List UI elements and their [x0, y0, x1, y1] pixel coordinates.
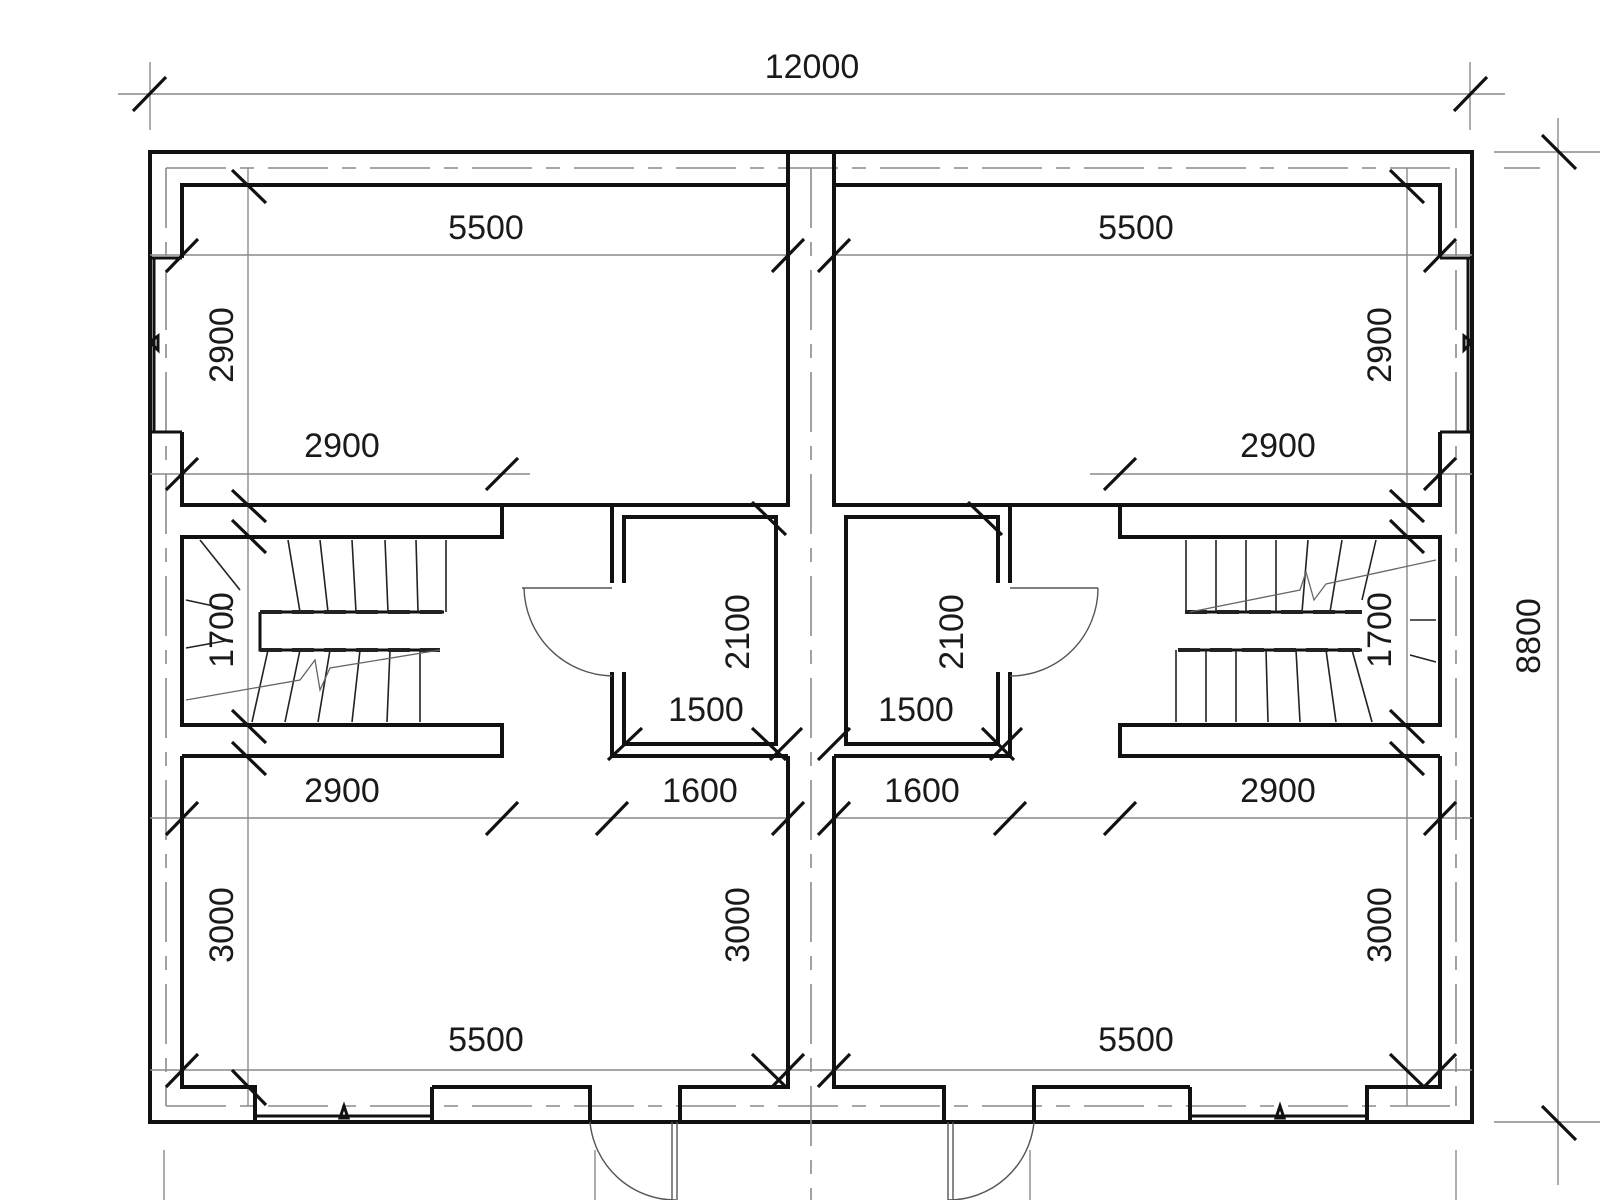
right-stair-direction-arrow [1189, 559, 1437, 613]
left-bottom-room-width-label: 5500 [448, 1021, 524, 1059]
right-stair-treads [1175, 539, 1437, 723]
right-top-room-segment-label: 2900 [1240, 427, 1316, 465]
left-bottom-room-inner-depth-label: 3000 [719, 887, 757, 963]
left-bottom-room-wall [180, 756, 790, 1122]
right-unit-dimension-ticks [816, 168, 1458, 1089]
right-hall-door-segment-label: 1600 [884, 772, 960, 810]
right-bottom-room-width-label: 5500 [1098, 1021, 1174, 1059]
right-hall-segment-label: 2900 [1240, 772, 1316, 810]
right-unit: 5500 2900 2900 1700 2100 1500 1600 2900 … [816, 168, 1475, 1200]
right-top-room-wall [832, 183, 1442, 507]
right-bottom-room-depth-label: 3000 [1361, 887, 1399, 963]
left-bathroom-door-swing [522, 587, 613, 677]
overall-width-dimension: 12000 [118, 48, 1505, 130]
left-top-room-depth-label: 2900 [203, 307, 241, 383]
grid-lines [150, 168, 1472, 1200]
overall-width-label: 12000 [765, 48, 860, 86]
exterior-wall [148, 150, 1474, 1200]
left-stair-treads [185, 539, 447, 723]
left-entry-door-swing [589, 1121, 678, 1200]
left-stair-direction-arrow [185, 649, 441, 701]
left-stair-depth-label: 1700 [203, 592, 241, 668]
right-entry-door-swing [947, 1121, 1035, 1200]
left-hall-segment-label: 2900 [304, 772, 380, 810]
left-top-room-segment-label: 2900 [304, 427, 380, 465]
left-bathroom-height-label: 2100 [719, 594, 757, 670]
left-stair-wall [180, 505, 504, 758]
right-bathroom-door-swing [1009, 587, 1099, 677]
left-unit-dimension-ticks [164, 168, 806, 1107]
overall-depth-label: 8800 [1510, 598, 1548, 674]
right-bathroom-height-label: 2100 [933, 594, 971, 670]
right-bathroom-width-label: 1500 [878, 691, 954, 729]
left-bathroom-width-label: 1500 [668, 691, 744, 729]
left-top-room-wall [180, 183, 790, 507]
overall-depth-dimension: 8800 [1494, 118, 1600, 1185]
right-bottom-room-wall [832, 756, 1442, 1122]
party-wall [786, 152, 836, 185]
right-top-room-depth-label: 2900 [1361, 307, 1399, 383]
right-top-room-width-label: 5500 [1098, 209, 1174, 247]
right-stair-depth-label: 1700 [1361, 592, 1399, 668]
left-unit: 5500 2900 2900 1700 2100 1500 2900 1600 … [147, 168, 806, 1200]
left-top-room-width-label: 5500 [448, 209, 524, 247]
left-bottom-room-depth-label: 3000 [203, 887, 241, 963]
right-stair-wall [1118, 505, 1442, 758]
left-hall-door-segment-label: 1600 [662, 772, 738, 810]
